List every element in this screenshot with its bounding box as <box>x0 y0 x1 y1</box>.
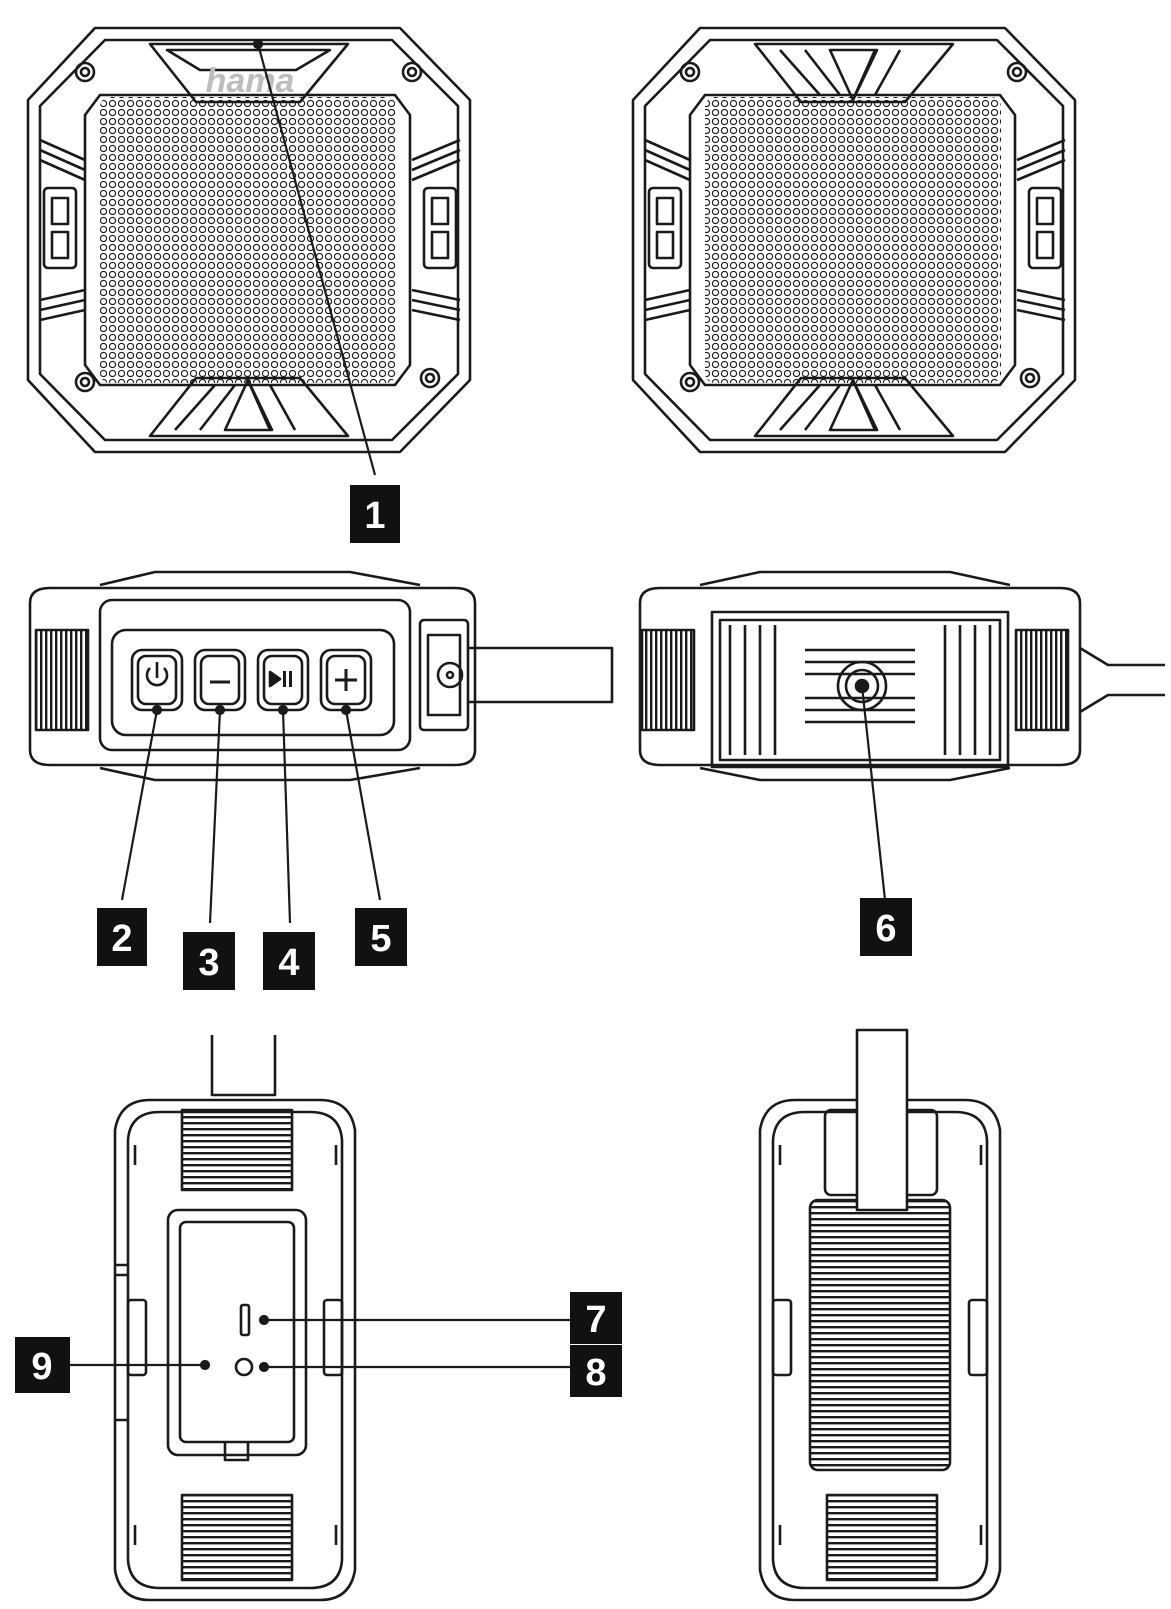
svg-text:8: 8 <box>585 1352 606 1394</box>
play-pause-icon <box>268 670 292 688</box>
side-view-ports <box>113 1035 357 1602</box>
plus-icon <box>335 669 357 691</box>
svg-text:1: 1 <box>364 495 385 537</box>
bottom-view-mount <box>638 570 1165 782</box>
callout-2: 2 <box>97 908 147 966</box>
tripod-mount-icon <box>836 660 888 712</box>
callout-9: 9 <box>15 1337 70 1393</box>
svg-text:9: 9 <box>31 1346 52 1388</box>
top-view-buttons <box>28 570 614 782</box>
svg-text:4: 4 <box>278 942 299 984</box>
svg-text:5: 5 <box>370 918 391 960</box>
power-icon <box>145 662 169 687</box>
callout-8: 8 <box>570 1345 622 1397</box>
svg-text:6: 6 <box>875 908 896 950</box>
callout-5: 5 <box>355 908 407 966</box>
callout-6: 6 <box>860 898 912 956</box>
callout-4: 4 <box>263 932 315 990</box>
callout-1: 1 <box>350 485 400 543</box>
callout-3: 3 <box>183 932 235 990</box>
led-indicator-icon <box>234 1357 254 1377</box>
brand-logo: hama <box>206 62 295 100</box>
front-view: hama <box>26 26 472 454</box>
back-view <box>631 26 1077 454</box>
leader-lines <box>68 38 887 1373</box>
svg-text:3: 3 <box>198 942 219 984</box>
svg-text:7: 7 <box>585 1299 606 1341</box>
callout-7: 7 <box>570 1292 622 1344</box>
micro-usb-port-icon <box>239 1303 251 1337</box>
svg-text:2: 2 <box>111 918 132 960</box>
side-view-strap <box>758 1028 1002 1602</box>
